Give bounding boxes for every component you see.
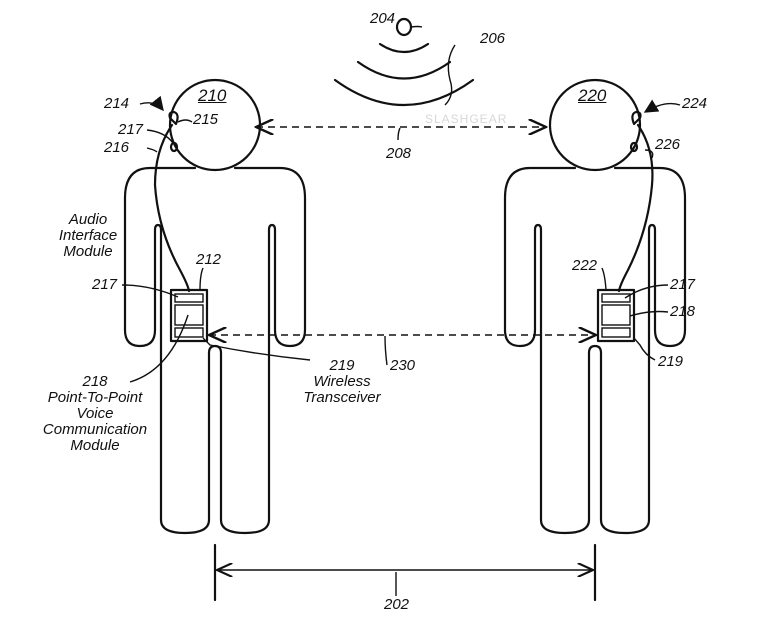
caption-line: Module: [63, 243, 113, 260]
label-217-a: 217: [118, 121, 144, 138]
label-216: 216: [104, 139, 130, 156]
watermark: SLASHGEAR: [425, 112, 508, 126]
caption-line: Module: [70, 437, 120, 454]
label-218-a: 218: [82, 373, 108, 390]
caption-line: Wireless: [313, 373, 371, 390]
caption-line: Audio: [68, 211, 108, 228]
label-217-b: 217: [670, 276, 696, 293]
label-219-a: 219: [329, 357, 355, 374]
signal-source-icon: [395, 17, 413, 37]
label-212: 212: [196, 251, 222, 268]
label-218-b: 218: [670, 303, 696, 320]
label-222: 222: [572, 257, 598, 274]
label-219-b: 219: [658, 353, 684, 370]
wireless-waves-icon: [333, 42, 475, 106]
caption-p2p-module: 218 Point-To-Point Voice Communication M…: [40, 374, 150, 454]
caption-audio-interface: Audio Interface Module: [58, 212, 118, 260]
label-224: 224: [682, 95, 708, 112]
label-214: 214: [104, 95, 130, 112]
label-208: 208: [386, 145, 412, 162]
label-226: 226: [655, 136, 681, 153]
person-a: [123, 78, 307, 535]
caption-line: Transceiver: [303, 389, 381, 406]
earpiece-a: [168, 110, 179, 126]
device-a: [169, 288, 209, 343]
caption-wireless: 219 Wireless Transceiver: [302, 358, 382, 406]
caption-line: Communication: [42, 421, 148, 438]
device-b: [596, 288, 636, 343]
label-220: 220: [578, 86, 607, 105]
label-215: 215: [193, 111, 219, 128]
cord-a: [153, 123, 191, 293]
earpiece-b: [631, 110, 642, 126]
label-202: 202: [384, 596, 410, 613]
label-210: 210: [198, 86, 227, 105]
caption-line: Point-To-Point: [47, 389, 143, 406]
label-204: 204: [370, 10, 396, 27]
label-217-device-a: 217: [92, 276, 118, 293]
label-230: 230: [390, 357, 416, 374]
cord-b: [617, 123, 654, 293]
label-206: 206: [480, 30, 506, 47]
caption-line: Interface: [58, 227, 118, 244]
distance-arrow: [213, 543, 597, 602]
leader-lines: [121, 25, 681, 597]
caption-line: Voice: [76, 405, 114, 422]
